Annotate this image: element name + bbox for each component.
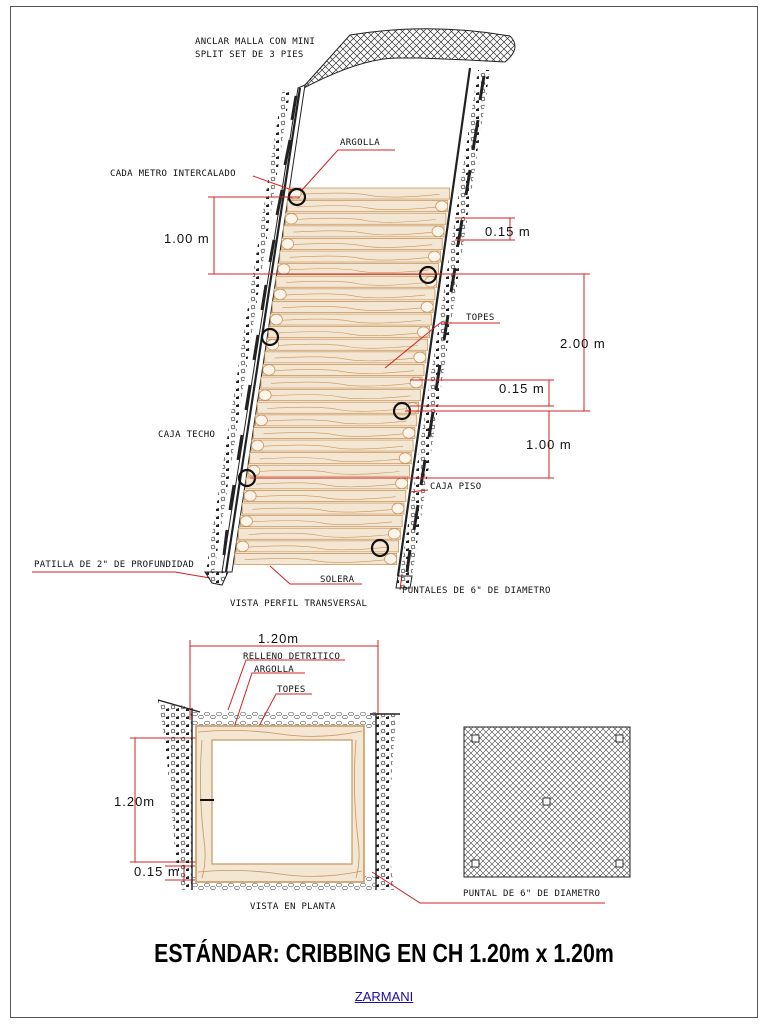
timber-end bbox=[258, 389, 272, 401]
timber-grain bbox=[293, 230, 435, 236]
caption-plan-view: VISTA EN PLANTA bbox=[250, 902, 336, 912]
timber-grain bbox=[254, 495, 396, 500]
timber-end bbox=[420, 301, 434, 313]
timber-grain bbox=[259, 457, 402, 462]
label-anchor-mesh: ANCLAR MALLA CON MINI bbox=[195, 37, 315, 47]
timber-stack bbox=[234, 187, 450, 565]
left-rock-hatch bbox=[206, 92, 290, 572]
page-title: ESTÁNDAR: CRIBBING EN CH 1.20m x 1.20m bbox=[154, 938, 614, 968]
timber-grain bbox=[269, 394, 411, 399]
timber-grain bbox=[270, 381, 413, 387]
timber-end bbox=[384, 553, 398, 565]
caption-profile-view: VISTA PERFIL TRANSVERSAL bbox=[230, 599, 367, 609]
label-puntal-plan: PUNTAL DE 6" DE DIAMETRO bbox=[463, 889, 600, 899]
timber-grain bbox=[263, 432, 405, 437]
timber-grain bbox=[246, 545, 389, 551]
label-topes-plan: TOPES bbox=[277, 685, 306, 695]
dim-plan-015: 0.15 m bbox=[134, 864, 180, 879]
timber-grain bbox=[261, 444, 404, 450]
timber-grain bbox=[297, 205, 438, 210]
timber-end bbox=[269, 313, 283, 326]
label-cada-metro: CADA METRO INTERCALADO bbox=[110, 169, 236, 179]
timber-grain bbox=[287, 268, 429, 273]
timber-end bbox=[387, 528, 401, 540]
timber-end bbox=[409, 376, 423, 389]
mesh-cap bbox=[299, 28, 516, 91]
timber-grain bbox=[295, 217, 436, 223]
timber-grain bbox=[299, 192, 440, 198]
timber-grain bbox=[255, 482, 398, 488]
gravel-top bbox=[192, 712, 376, 728]
dim-2m: 2.00 m bbox=[560, 336, 606, 351]
dim-015-mid: 0.15 m bbox=[499, 381, 545, 396]
dim-1m-bottom: 1.00 m bbox=[526, 437, 572, 452]
timber-grain bbox=[250, 520, 393, 525]
timber-grain bbox=[257, 469, 400, 475]
label-argolla-profile: ARGOLLA bbox=[340, 138, 380, 148]
timber-grain bbox=[289, 255, 431, 261]
timber-grain bbox=[252, 507, 395, 513]
timber-end bbox=[284, 213, 298, 225]
timber-grain bbox=[284, 293, 425, 299]
timber-end bbox=[243, 490, 257, 502]
label-topes-profile: TOPES bbox=[466, 313, 495, 323]
timber-end bbox=[398, 452, 412, 464]
plan-view: 1.20m RELLENO DETRITICO ARGOLLA TOPES 1.… bbox=[114, 631, 631, 912]
timber-end bbox=[395, 477, 409, 490]
timber-end bbox=[417, 326, 430, 338]
timber-grain bbox=[278, 331, 420, 336]
argolla-rings bbox=[237, 187, 438, 558]
plan-rock-right bbox=[376, 714, 396, 890]
label-relleno: RELLENO DETRITICO bbox=[243, 652, 340, 662]
timber-end bbox=[391, 502, 405, 515]
label-patilla: PATILLA DE 2" DE PROFUNDIDAD bbox=[34, 560, 194, 570]
timber-grain bbox=[248, 532, 391, 538]
timber-end bbox=[428, 250, 441, 263]
label-caja-techo: CAJA TECHO bbox=[158, 430, 215, 440]
timber-grain bbox=[285, 280, 427, 286]
timber-end bbox=[435, 200, 449, 212]
timber-end bbox=[413, 351, 427, 364]
plan-rock-left bbox=[158, 700, 192, 890]
timber-grain bbox=[244, 558, 387, 563]
dim-plan-height: 1.20m bbox=[114, 794, 155, 809]
timber-grain bbox=[274, 356, 416, 362]
timber-end bbox=[236, 540, 250, 553]
timber-grain bbox=[265, 419, 407, 425]
timber-grain bbox=[282, 306, 424, 311]
timber-end bbox=[402, 427, 416, 439]
argolla-ring bbox=[370, 538, 390, 558]
label-split-set: SPLIT SET DE 3 PIES bbox=[195, 50, 304, 60]
label-caja-piso: CAJA PISO bbox=[430, 482, 481, 492]
label-argolla-plan: ARGOLLA bbox=[254, 665, 294, 675]
timber-end bbox=[254, 414, 268, 427]
timber-grain bbox=[267, 406, 409, 412]
dim-plan-width: 1.20m bbox=[258, 631, 299, 646]
timber-end bbox=[239, 515, 253, 527]
timber-grain bbox=[291, 243, 433, 248]
timber-end bbox=[281, 238, 295, 250]
argolla-ring bbox=[260, 327, 280, 347]
timber-grain bbox=[280, 318, 422, 324]
drawing-frame bbox=[10, 6, 758, 1018]
argolla-ring bbox=[418, 265, 438, 285]
timber-end bbox=[277, 263, 291, 275]
plan-opening bbox=[211, 739, 353, 865]
timber-end bbox=[273, 288, 287, 301]
timber-grain bbox=[272, 369, 415, 374]
dim-1m-top: 1.00 m bbox=[164, 231, 210, 246]
timber-end bbox=[431, 225, 445, 238]
label-solera: SOLERA bbox=[320, 575, 355, 585]
timber-end bbox=[251, 439, 265, 452]
timber-grain bbox=[276, 343, 418, 349]
dim-015-top: 0.15 m bbox=[485, 224, 531, 239]
timber-end bbox=[262, 364, 276, 376]
label-puntales: PUNTALES DE 6" DE DIAMETRO bbox=[402, 586, 551, 596]
profile-view: ANCLAR MALLA CON MINI SPLIT SET DE 3 PIE… bbox=[32, 28, 606, 609]
zarmani-link[interactable]: ZARMANI bbox=[354, 989, 414, 1004]
